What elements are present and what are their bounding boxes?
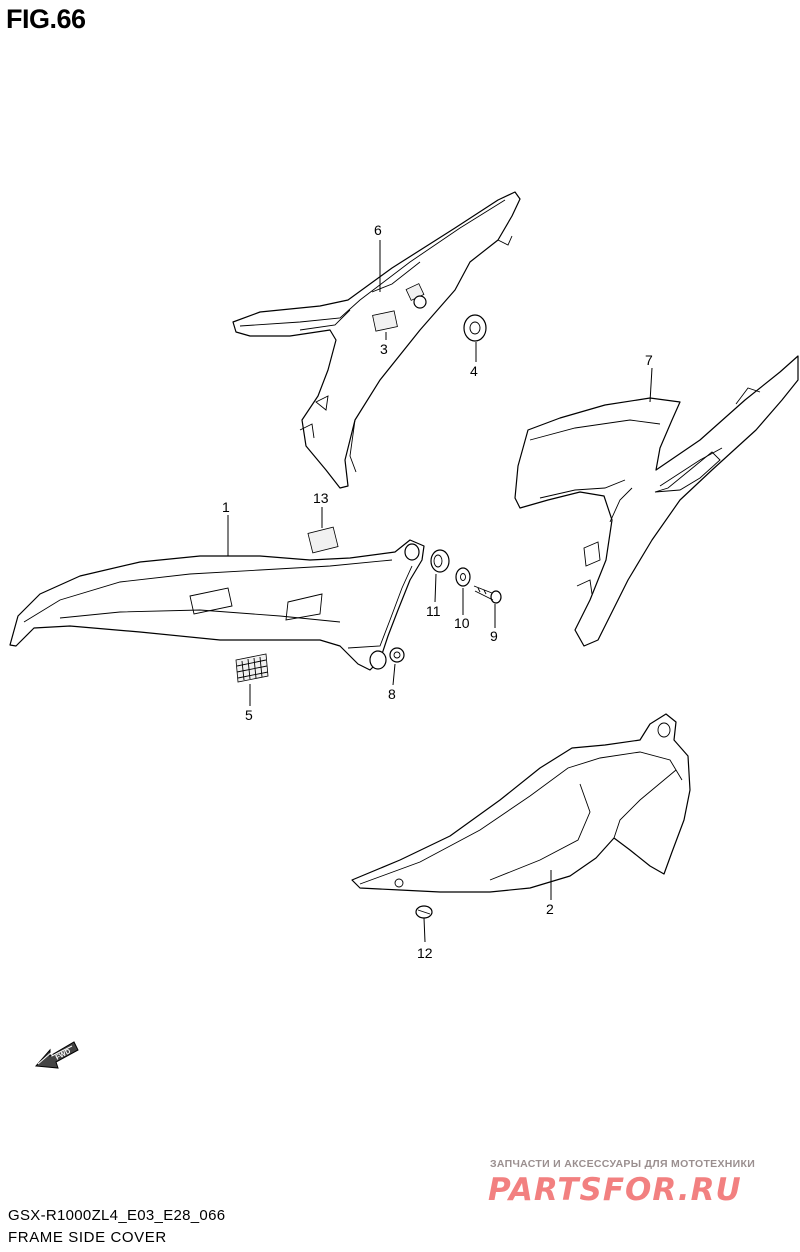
part-1-frame-cover[interactable] bbox=[9, 539, 425, 671]
part-3-label[interactable] bbox=[372, 310, 398, 332]
part-4-cushion[interactable] bbox=[463, 314, 487, 342]
callout-7: 7 bbox=[645, 352, 653, 368]
figure-title: FIG.66 bbox=[6, 4, 86, 34]
part-13-label[interactable] bbox=[307, 526, 339, 554]
callout-6: 6 bbox=[374, 222, 382, 238]
fwd-label: FWD bbox=[55, 1048, 72, 1062]
figure-caption: FRAME SIDE COVER bbox=[8, 1229, 167, 1246]
part-8-nut[interactable] bbox=[389, 647, 405, 663]
part-11-bushing[interactable] bbox=[430, 549, 450, 573]
part-5-grille[interactable] bbox=[235, 653, 269, 683]
part-9-screw[interactable] bbox=[473, 585, 502, 604]
part-10-washer[interactable] bbox=[455, 567, 471, 587]
leader-lines bbox=[227, 240, 653, 943]
callout-13: 13 bbox=[313, 490, 329, 506]
part-7-side-cover[interactable] bbox=[514, 355, 799, 647]
watermark-brand: PARTSFOR.RU bbox=[488, 1172, 742, 1208]
part-6-inner-cover[interactable] bbox=[232, 191, 521, 489]
callout-10: 10 bbox=[454, 615, 470, 631]
part-2-lower-cover[interactable] bbox=[351, 713, 691, 893]
callout-3: 3 bbox=[380, 341, 388, 357]
callout-12: 12 bbox=[417, 945, 433, 961]
fwd-arrow-icon: FWD bbox=[34, 1041, 79, 1069]
callout-8: 8 bbox=[388, 686, 396, 702]
callout-4: 4 bbox=[470, 363, 478, 379]
callout-1: 1 bbox=[222, 499, 230, 515]
callout-9: 9 bbox=[490, 628, 498, 644]
callout-2: 2 bbox=[546, 901, 554, 917]
model-code: GSX-R1000ZL4_E03_E28_066 bbox=[8, 1207, 226, 1224]
part-12-rivet[interactable] bbox=[415, 905, 433, 919]
watermark-tagline: ЗАПЧАСТИ И АКСЕССУАРЫ ДЛЯ МОТОТЕХНИКИ bbox=[490, 1158, 756, 1170]
callout-5: 5 bbox=[245, 707, 253, 723]
callout-11: 11 bbox=[426, 603, 441, 619]
